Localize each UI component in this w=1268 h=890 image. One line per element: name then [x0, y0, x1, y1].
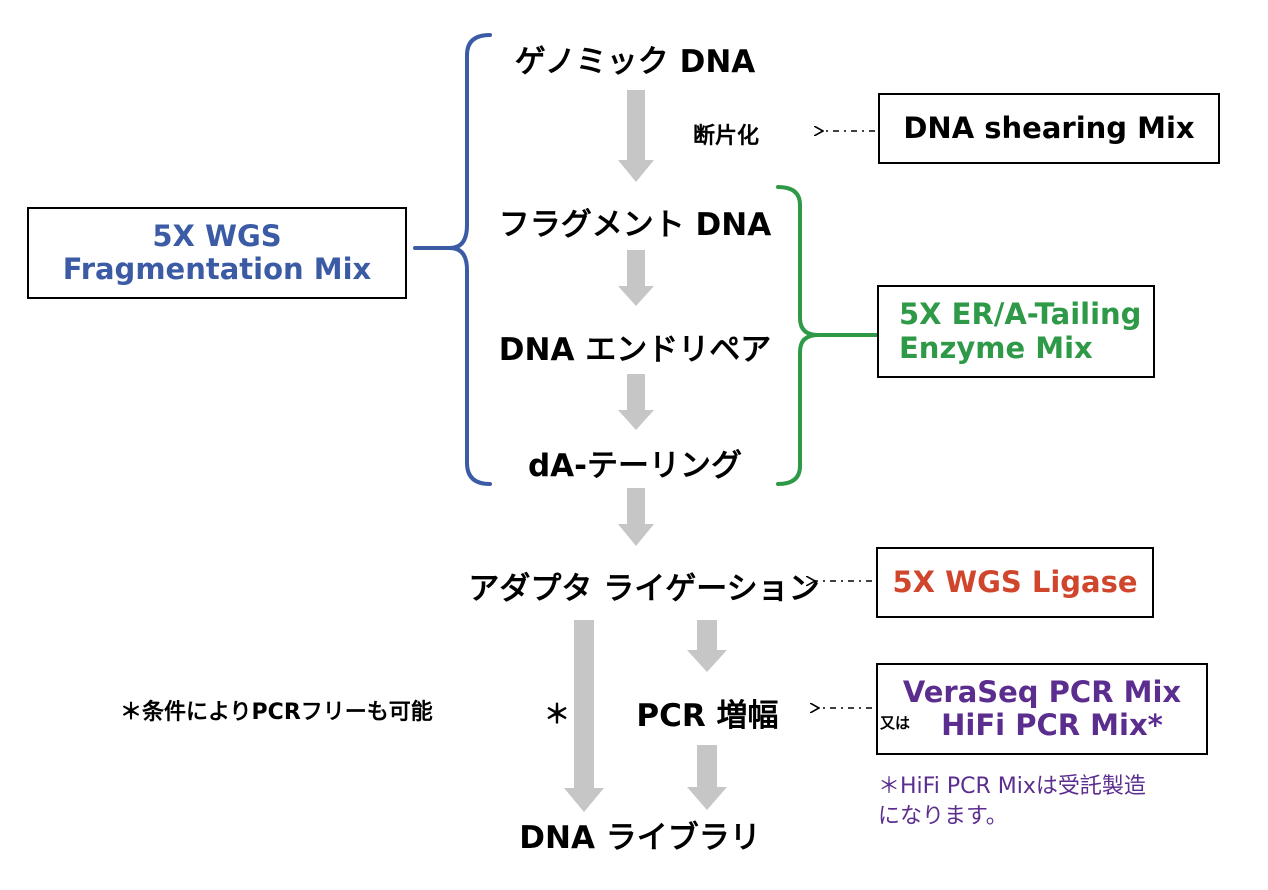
- step-pcr-amplification: PCR 増幅: [636, 698, 779, 734]
- dna-shearing-mix-box: DNA shearing Mix: [878, 93, 1220, 164]
- asterisk-label: ＊: [544, 700, 571, 730]
- step-da-tailing: dA-テーリング: [527, 448, 743, 484]
- down-arrow-icon: [618, 250, 654, 306]
- down-arrow-icon: [618, 90, 654, 182]
- wgs-ligase-line1: 5X WGS Ligase: [892, 564, 1138, 599]
- footnote-line1: ＊HiFi PCR Mixは受託製造: [878, 774, 1146, 799]
- pcr-mix-line1: VeraSeq PCR Mix: [902, 674, 1182, 709]
- footnote-line2: になります。: [878, 803, 1008, 829]
- er-a-tailing-line1: 5X ER/A-Tailing: [899, 297, 1142, 332]
- pcr-mix-box: VeraSeq PCR Mix HiFi PCR Mix*: [876, 663, 1208, 755]
- or-label: 又は: [880, 714, 911, 732]
- down-arrow-icon: [564, 620, 604, 812]
- er-a-tailing-line2: Enzyme Mix: [899, 330, 1093, 365]
- green-bracket: [776, 185, 880, 486]
- step-end-repair: DNA エンドリペア: [498, 332, 772, 368]
- step-fragment-dna: フラグメント DNA: [498, 207, 772, 243]
- down-arrow-icon: [687, 620, 727, 672]
- shearing-label: 断片化: [693, 124, 760, 149]
- footnote: ＊HiFi PCR Mixは受託製造 になります。: [878, 772, 1146, 831]
- step-adapter-ligation: アダプタ ライゲーション: [468, 571, 820, 607]
- pcr-mix-line2: HiFi PCR Mix*: [941, 708, 1163, 742]
- fragmentation-mix-line1: 5X WGS: [152, 218, 282, 253]
- pcr-free-note: ＊条件によりPCRフリーも可能: [120, 700, 433, 725]
- fragmentation-mix-box: 5X WGS Fragmentation Mix: [27, 207, 407, 299]
- down-arrow-icon: [687, 745, 727, 810]
- wgs-ligase-box: 5X WGS Ligase: [876, 547, 1154, 618]
- step-genomic-dna: ゲノミック DNA: [514, 44, 756, 80]
- fragmentation-mix-line2: Fragmentation Mix: [62, 252, 372, 286]
- down-arrow-icon: [618, 488, 654, 546]
- step-dna-library: DNA ライブラリ: [519, 820, 761, 856]
- er-a-tailing-mix-box: 5X ER/A-Tailing Enzyme Mix: [877, 285, 1155, 378]
- down-arrow-icon: [618, 374, 654, 430]
- blue-bracket: [413, 33, 492, 486]
- dna-shearing-mix-line1: DNA shearing Mix: [903, 110, 1195, 145]
